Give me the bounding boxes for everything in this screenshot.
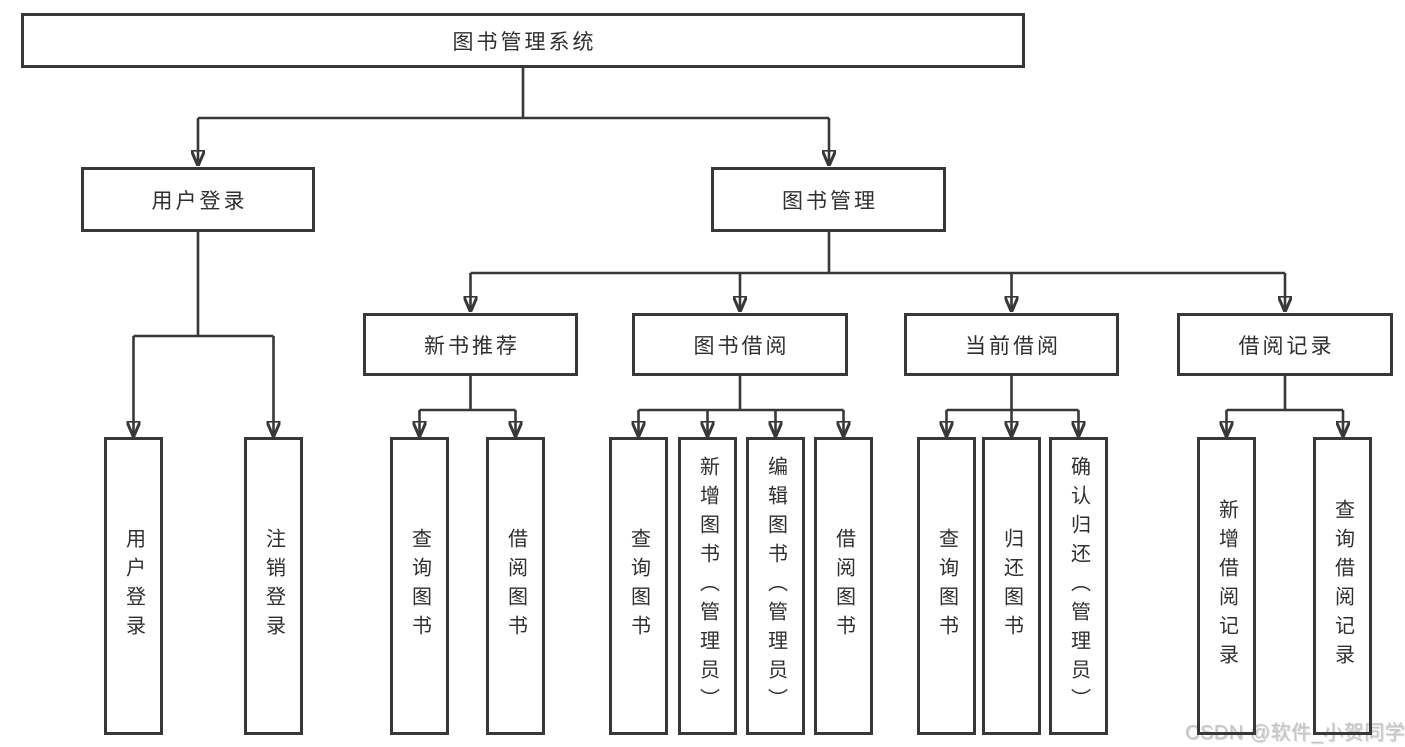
leaf-current-query-label: 查询图书 (935, 528, 958, 644)
node-new-book-recommend: 新书推荐 (363, 313, 578, 376)
leaf-borrow-edit: 编辑图书（管理员） (746, 437, 805, 735)
leaf-newbook-query-label: 查询图书 (408, 528, 431, 644)
leaf-borrow-query: 查询图书 (609, 437, 668, 735)
node-borrow-records: 借阅记录 (1177, 313, 1393, 376)
leaf-user-login-label: 用户登录 (122, 528, 145, 644)
watermark: CSDN @软件_小贺同学 (1185, 722, 1405, 744)
node-book-borrow-label: 图书借阅 (693, 334, 790, 358)
node-root: 图书管理系统 (21, 13, 1025, 68)
connector-arrows (134, 118, 1344, 436)
leaf-borrow-edit-label: 编辑图书（管理员） (764, 455, 787, 717)
leaf-records-add-label: 新增借阅记录 (1215, 499, 1238, 673)
node-book-management-label: 图书管理 (782, 189, 878, 213)
node-user-login: 用户登录 (81, 167, 315, 232)
leaf-user-login: 用户登录 (104, 437, 163, 735)
node-user-login-label: 用户登录 (151, 189, 248, 213)
leaf-current-confirm-return-label: 确认归还（管理员） (1067, 455, 1090, 717)
leaf-borrow-borrow-label: 借阅图书 (832, 528, 855, 644)
leaf-records-query-label: 查询借阅记录 (1331, 499, 1354, 673)
leaf-newbook-query: 查询图书 (390, 437, 449, 735)
node-borrow-records-label: 借阅记录 (1238, 334, 1335, 358)
node-book-borrow: 图书借阅 (632, 313, 848, 376)
leaf-newbook-borrow-label: 借阅图书 (504, 528, 527, 644)
leaf-logout: 注销登录 (244, 437, 303, 735)
leaf-borrow-query-label: 查询图书 (627, 528, 650, 644)
leaf-current-query: 查询图书 (917, 437, 976, 735)
leaf-logout-label: 注销登录 (262, 528, 285, 644)
leaf-borrow-borrow: 借阅图书 (814, 437, 873, 735)
leaf-current-return-label: 归还图书 (1000, 528, 1023, 644)
leaf-current-return: 归还图书 (982, 437, 1041, 735)
node-current-borrow: 当前借阅 (904, 313, 1119, 376)
leaf-newbook-borrow: 借阅图书 (486, 437, 545, 735)
node-root-label: 图书管理系统 (452, 30, 597, 54)
node-current-borrow-label: 当前借阅 (965, 334, 1061, 358)
leaf-borrow-add-label: 新增图书（管理员） (696, 455, 719, 717)
leaf-records-add: 新增借阅记录 (1197, 437, 1256, 735)
leaf-borrow-add: 新增图书（管理员） (678, 437, 737, 735)
leaf-current-confirm-return: 确认归还（管理员） (1049, 437, 1108, 735)
node-new-book-recommend-label: 新书推荐 (424, 334, 520, 358)
leaf-records-query: 查询借阅记录 (1313, 437, 1372, 735)
node-book-management: 图书管理 (711, 167, 946, 232)
connector-rails (133, 68, 1343, 412)
